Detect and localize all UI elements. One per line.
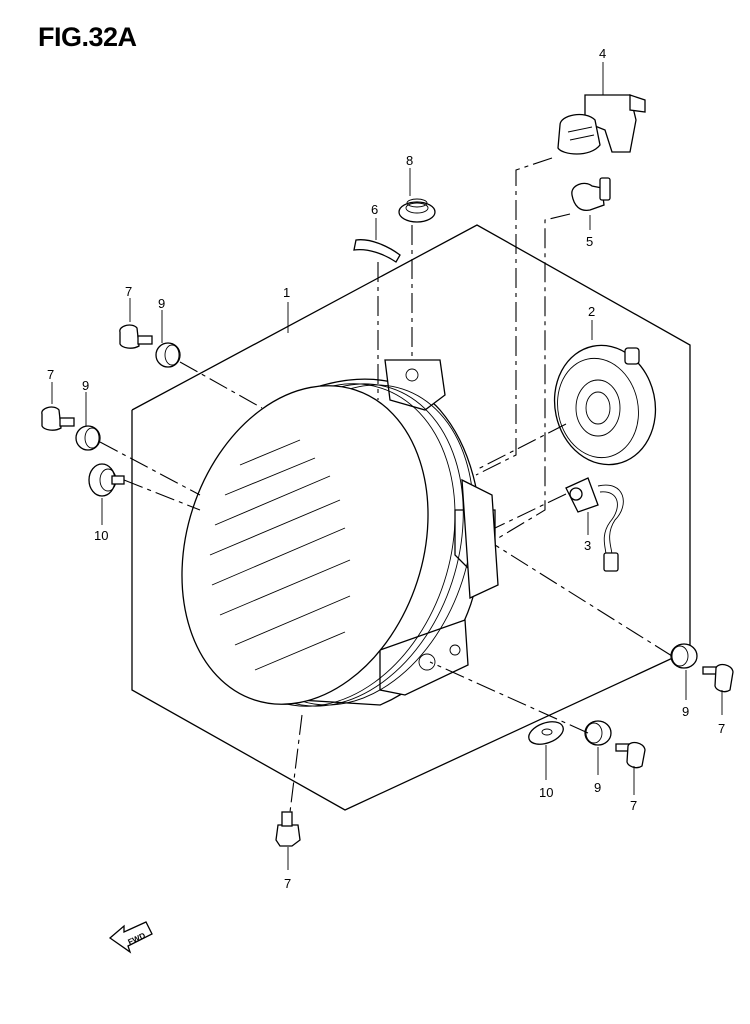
grommet-left-top xyxy=(155,342,181,368)
bolt-bottom-center xyxy=(275,811,301,847)
callout-5: 5 xyxy=(586,234,593,249)
callout-6: 6 xyxy=(371,202,378,217)
figure-title: FIG.32A xyxy=(38,22,137,52)
seal-strip-part-6 xyxy=(353,239,401,263)
callout-9-bottom: 9 xyxy=(594,780,601,795)
bolt-left-mid xyxy=(41,406,75,431)
fwd-arrow: FWD xyxy=(108,921,153,954)
socket-wire-part-3 xyxy=(565,477,624,572)
callout-1: 1 xyxy=(283,285,290,300)
socket-part-2 xyxy=(553,344,657,466)
callout-7-left-top: 7 xyxy=(125,284,132,299)
grommet-right-top xyxy=(670,643,698,669)
leader-lines xyxy=(51,62,723,870)
bulb-part-4 xyxy=(557,94,646,155)
bolt-bottom-right xyxy=(615,741,646,769)
callout-9-right: 9 xyxy=(682,704,689,719)
callout-2: 2 xyxy=(588,304,595,319)
bulb-part-5 xyxy=(571,177,611,212)
washer-left xyxy=(88,463,125,497)
callout-9-left-top: 9 xyxy=(158,296,165,311)
callout-7-bottom: 7 xyxy=(284,876,291,891)
bolt-right-top xyxy=(702,663,734,693)
grommet-left-mid xyxy=(75,425,101,451)
lower-mount-bracket xyxy=(379,619,469,696)
callout-7-left-mid: 7 xyxy=(47,367,54,382)
callouts: 1 2 3 4 5 6 7 7 7 7 7 8 9 9 9 9 10 10 xyxy=(47,46,725,891)
callout-7-right: 7 xyxy=(718,721,725,736)
callout-9-left-mid: 9 xyxy=(82,378,89,393)
washer-bottom xyxy=(528,721,564,745)
top-mount-tab xyxy=(384,359,446,411)
bolt-left-top xyxy=(119,324,153,349)
alignment-lines xyxy=(99,157,673,813)
callout-10-bottom: 10 xyxy=(539,785,553,800)
callout-4: 4 xyxy=(599,46,606,61)
callout-10-left: 10 xyxy=(94,528,108,543)
grommet-part-8 xyxy=(398,198,436,223)
callout-3: 3 xyxy=(584,538,591,553)
headlamp-housing xyxy=(181,359,499,707)
callout-8: 8 xyxy=(406,153,413,168)
callout-7-bottom-right: 7 xyxy=(630,798,637,813)
grommet-bottom xyxy=(584,720,612,746)
